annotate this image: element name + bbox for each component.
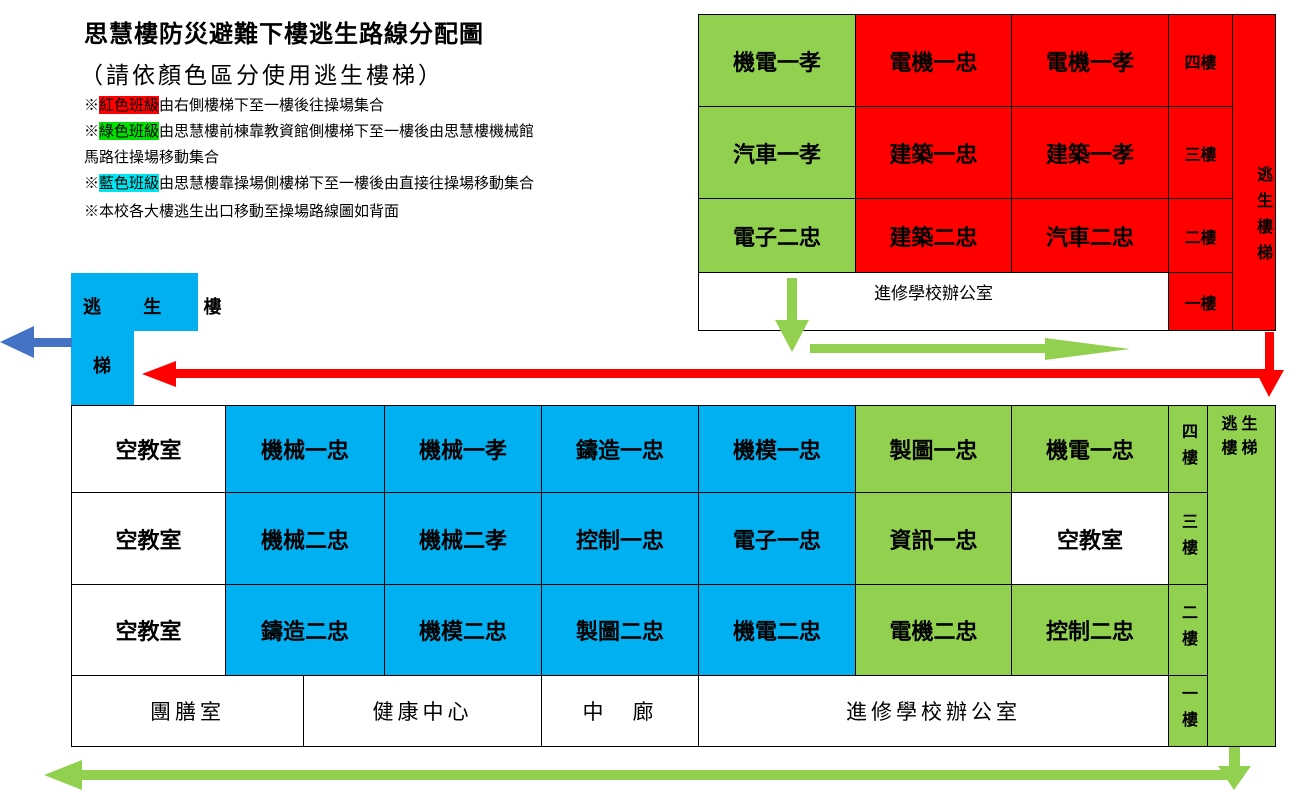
floor-label: 二樓 xyxy=(1168,198,1233,273)
red-class-label: 紅色班級 xyxy=(99,96,160,114)
classroom-cell: 機械二忠 xyxy=(225,492,385,585)
note-red: ※紅色班級由右側樓梯下至一樓後往操場集合 xyxy=(84,94,384,116)
green-class-text: 由思慧樓前棟靠教資館側樓梯下至一樓後由思慧樓機械館 xyxy=(159,122,535,140)
classroom-cell: 機電一忠 xyxy=(1011,405,1169,493)
green-route-arrow-right xyxy=(810,338,1130,360)
classroom-cell: 汽車二忠 xyxy=(1011,198,1169,273)
classroom-cell: 機模一忠 xyxy=(698,405,856,493)
classroom-cell: 鑄造二忠 xyxy=(225,584,385,676)
classroom-cell: 機械一孝 xyxy=(384,405,542,493)
classroom-cell: 電機一忠 xyxy=(855,14,1012,107)
classroom-cell: 空教室 xyxy=(71,405,226,493)
room-cell: 團膳室 xyxy=(71,675,304,747)
note-green: ※綠色班級由思慧樓前棟靠教資館側樓梯下至一樓後由思慧樓機械館 xyxy=(84,120,534,142)
room-cell: 健康中心 xyxy=(303,675,542,747)
stairs-cell: 逃生樓梯 xyxy=(1232,14,1276,331)
blue-class-text: 由思慧樓靠操場側樓梯下至一樓後由直接往操場移動集合 xyxy=(159,174,535,192)
floor-label: 三樓 xyxy=(1168,106,1233,199)
classroom-cell: 建築一孝 xyxy=(1011,106,1169,199)
note-blue: ※藍色班級由思慧樓靠操場側樓梯下至一樓後由直接往操場移動集合 xyxy=(84,172,534,194)
red-route-arrow xyxy=(142,332,1284,397)
classroom-cell: 機械一忠 xyxy=(225,405,385,493)
classroom-cell: 汽車一孝 xyxy=(698,106,856,199)
note-green-cont: 馬路往操場移動集合 xyxy=(84,148,220,166)
classroom-cell: 資訊一忠 xyxy=(855,492,1012,585)
left-stairs-top: 逃 生 樓 xyxy=(71,273,222,331)
floor-label: 四樓 xyxy=(1168,14,1233,107)
blue-route-arrow xyxy=(0,326,72,358)
stairs-label: 逃生樓梯 xyxy=(1221,414,1262,457)
classroom-cell: 機電二忠 xyxy=(698,584,856,676)
classroom-cell: 電機一孝 xyxy=(1011,14,1169,107)
stairs-cell: 逃生樓梯 xyxy=(1207,405,1276,747)
classroom-cell: 電子二忠 xyxy=(698,198,856,273)
classroom-cell: 空教室 xyxy=(71,492,226,585)
page-subtitle: （請依顏色區分使用逃生樓梯） xyxy=(80,63,444,89)
note-route: ※本校各大樓逃生出口移動至操場路線圖如背面 xyxy=(84,202,400,220)
classroom-cell: 建築二忠 xyxy=(855,198,1012,273)
classroom-cell: 控制二忠 xyxy=(1011,584,1169,676)
green-route-arrow-bottom xyxy=(44,747,1251,790)
left-stairs-bottom: 梯 xyxy=(71,330,134,406)
classroom-cell: 製圖一忠 xyxy=(855,405,1012,493)
note-mark: ※ xyxy=(84,122,100,140)
left-stairs-label: 逃 生 樓 xyxy=(83,297,240,318)
floor-label: 一樓 xyxy=(1168,675,1208,747)
corridor-cell: 中 廊 xyxy=(541,675,699,747)
red-class-text: 由右側樓梯下至一樓後往操場集合 xyxy=(159,96,385,114)
note-mark: ※ xyxy=(84,174,100,192)
page-title: 思慧樓防災避難下樓逃生路線分配圖 xyxy=(84,19,484,48)
note-mark: ※ xyxy=(84,96,100,114)
classroom-cell: 空教室 xyxy=(71,584,226,676)
left-stairs-label-2: 梯 xyxy=(93,356,129,377)
blue-class-label: 藍色班級 xyxy=(99,174,160,192)
floor-label: 一樓 xyxy=(1168,272,1233,331)
classroom-cell: 機電一孝 xyxy=(698,14,856,107)
classroom-cell: 控制一忠 xyxy=(541,492,699,585)
office-cell: 進修學校辦公室 xyxy=(698,675,1169,747)
classroom-cell: 鑄造一忠 xyxy=(541,405,699,493)
green-route-arrow-down xyxy=(775,278,809,352)
green-class-label: 綠色班級 xyxy=(99,122,160,140)
classroom-cell: 機械二孝 xyxy=(384,492,542,585)
classroom-cell: 電子一忠 xyxy=(698,492,856,585)
classroom-cell: 電機二忠 xyxy=(855,584,1012,676)
